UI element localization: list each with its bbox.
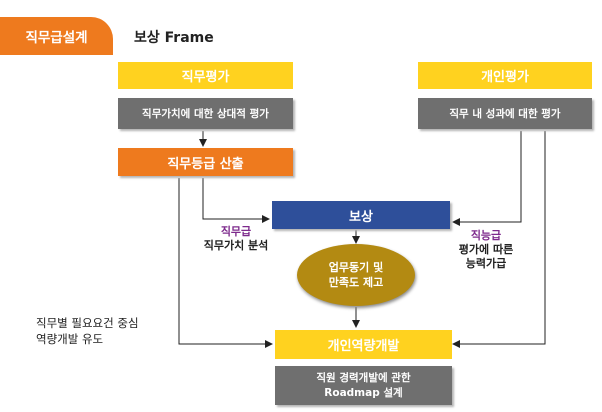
left-note: 직무별 필요요건 중심 역량개발 유도: [36, 315, 139, 347]
arrow-grade-to-development: [178, 178, 273, 348]
job-evaluation-desc-box: 직무가치에 대한 상대적 평가: [118, 98, 293, 129]
ability-pay-label: 직능급 평가에 따른 능력가급: [444, 229, 528, 271]
job-evaluation-box: 직무평가: [118, 62, 293, 89]
personal-evaluation-box: 개인평가: [418, 62, 592, 89]
arrow-personal-to-compensation: [452, 131, 522, 226]
job-pay-desc: 직무가치 분석: [203, 239, 269, 252]
ability-pay-title: 직능급: [470, 229, 502, 242]
ability-pay-desc-1: 평가에 따른: [458, 243, 514, 256]
motivation-line-1: 업무동기 및: [328, 261, 384, 274]
section-tab: 직무급설계: [0, 17, 113, 55]
motivation-line-2: 만족도 제고: [328, 276, 384, 289]
compensation-box: 보상: [272, 201, 450, 229]
left-note-line-2: 역량개발 유도: [36, 332, 104, 346]
page-title: 보상 Frame: [134, 30, 214, 46]
personal-evaluation-desc-box: 직무 내 성과에 대한 평가: [418, 98, 592, 129]
job-pay-label: 직무급 직무가치 분석: [196, 225, 276, 253]
arrow-personal-to-development: [452, 131, 546, 348]
roadmap-line-1: 직원 경력개발에 관한: [316, 371, 411, 384]
left-note-line-1: 직무별 필요요건 중심: [36, 316, 139, 330]
motivation-ellipse: 업무동기 및 만족도 제고: [297, 244, 415, 306]
job-grade-box: 직무등급 산출: [118, 148, 293, 176]
arrow-grade-to-compensation: [202, 178, 270, 223]
ability-pay-desc-2: 능력가급: [465, 257, 507, 270]
roadmap-box: 직원 경력개발에 관한 Roadmap 설계: [275, 366, 452, 405]
personal-development-box: 개인역량개발: [275, 330, 452, 359]
roadmap-line-2: Roadmap 설계: [324, 386, 403, 399]
job-pay-title: 직무급: [220, 225, 252, 238]
